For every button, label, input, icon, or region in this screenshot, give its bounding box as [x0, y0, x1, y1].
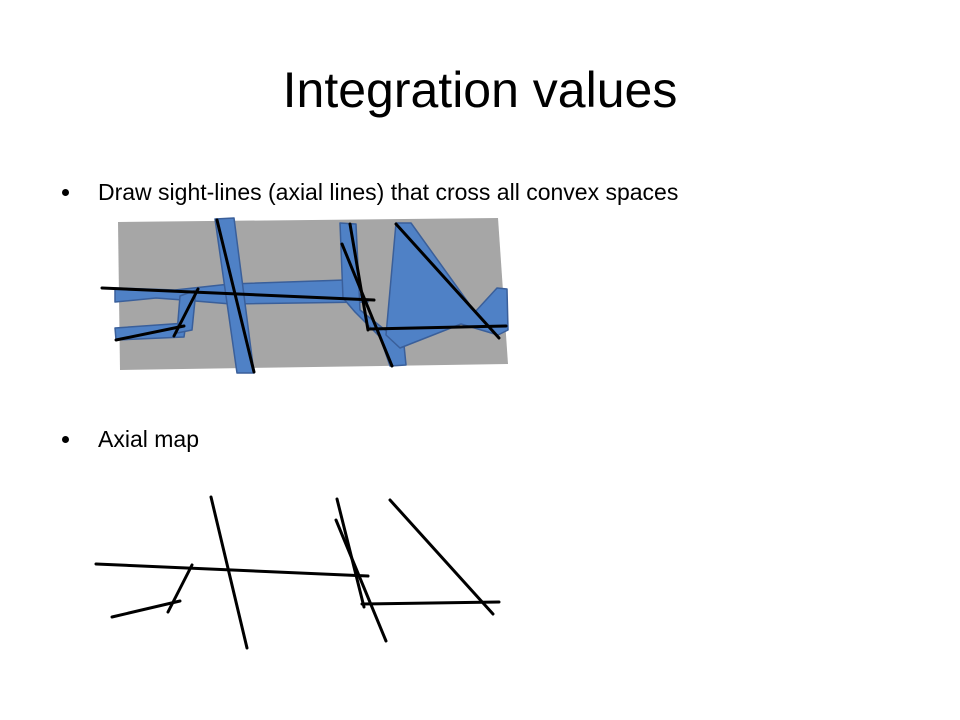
bullet-sight-lines: Draw sight-lines (axial lines) that cros…	[62, 177, 678, 207]
slide-title: Integration values	[282, 62, 678, 118]
convex-space-diagonal-right	[385, 222, 509, 349]
sight-line	[172, 287, 200, 338]
axial-line	[166, 563, 194, 614]
axial-line	[94, 562, 370, 578]
sight-line	[340, 242, 394, 368]
sight-line	[366, 324, 508, 331]
axial-line	[209, 495, 249, 650]
sight-line	[348, 222, 370, 332]
sight-line	[394, 222, 501, 340]
axial-lines	[94, 495, 501, 650]
bullet-axial-map: Axial map	[62, 424, 199, 454]
bullet-text: Draw sight-lines (axial lines) that cros…	[98, 179, 679, 205]
axial-line	[360, 600, 501, 606]
sight-line	[114, 324, 186, 342]
bullet-dot	[62, 435, 69, 443]
axial-line	[388, 498, 495, 616]
sight-line	[215, 218, 256, 374]
bullet-text: Axial map	[98, 426, 199, 452]
axial-line	[110, 599, 182, 619]
axial-line	[335, 497, 366, 609]
sight-line	[100, 286, 376, 302]
sight-lines	[100, 218, 508, 374]
bullet-dot	[62, 188, 69, 196]
axial-line	[334, 518, 388, 643]
